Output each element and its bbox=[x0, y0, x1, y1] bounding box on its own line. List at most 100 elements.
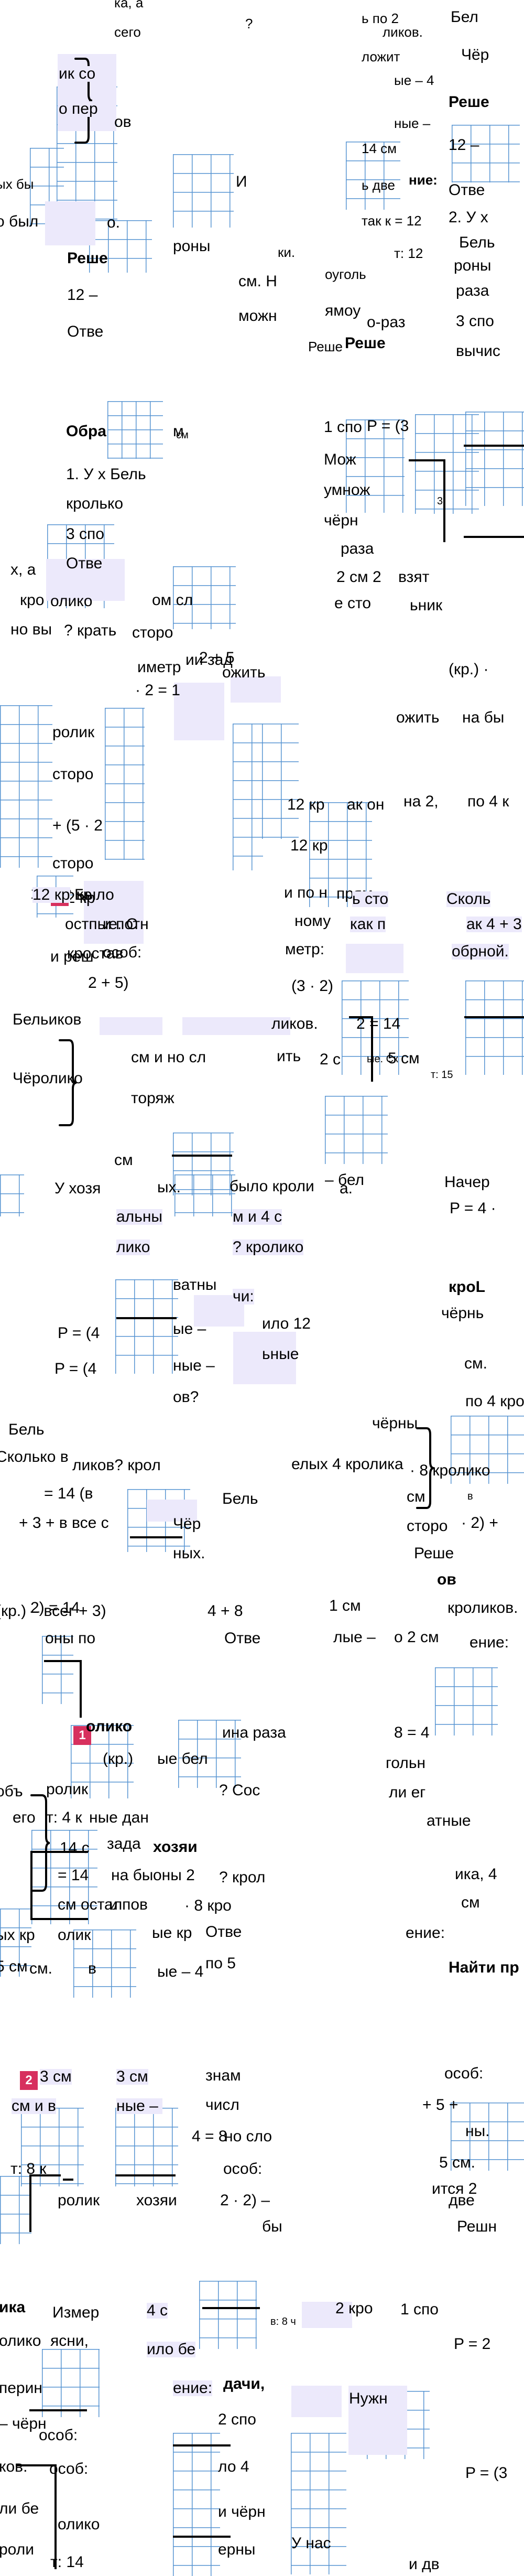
text-fragment: раза bbox=[341, 540, 374, 557]
text-fragment: ? кролико bbox=[233, 1238, 304, 1256]
text-fragment: Было bbox=[74, 886, 114, 903]
highlight-block bbox=[46, 559, 125, 601]
text-fragment: особ: bbox=[103, 944, 142, 961]
highlight-block bbox=[100, 1017, 162, 1035]
text-fragment: ии зад bbox=[185, 651, 233, 669]
text-fragment: ение: bbox=[470, 1634, 509, 1651]
text-fragment: см bbox=[461, 1894, 480, 1911]
text-fragment: олико bbox=[86, 1718, 133, 1735]
sketch-segment bbox=[30, 1851, 88, 1853]
text-fragment: олико bbox=[50, 592, 93, 610]
text-fragment: альны bbox=[116, 1208, 162, 1225]
text-fragment: ило 12 bbox=[262, 1315, 311, 1332]
text-fragment: ? Сос bbox=[219, 1782, 260, 1799]
text-fragment: ых. bbox=[157, 1179, 181, 1196]
sketch-segment bbox=[464, 445, 524, 447]
text-fragment: ные – bbox=[173, 1357, 220, 1374]
text-fragment: = 14 (в bbox=[44, 1485, 93, 1502]
graph-grid-patch bbox=[21, 2108, 84, 2186]
text-fragment: Обра bbox=[66, 423, 106, 440]
text-fragment: знам bbox=[205, 2067, 241, 2084]
sketch-segment bbox=[30, 1851, 32, 1919]
text-fragment: оны по bbox=[45, 1630, 96, 1647]
text-fragment: кроL bbox=[449, 1278, 485, 1296]
text-fragment: 1. У х Бель bbox=[66, 466, 146, 483]
graph-grid-patch bbox=[31, 1830, 97, 1924]
text-fragment: 5 см bbox=[0, 1958, 28, 1975]
text-fragment: 2 кро bbox=[335, 2300, 373, 2317]
graph-grid-patch bbox=[309, 802, 372, 907]
text-fragment: кроликов. bbox=[447, 1599, 518, 1616]
curly-brace bbox=[414, 1426, 435, 1510]
text-fragment: ло 4 bbox=[218, 2458, 249, 2475]
text-fragment: 3 см bbox=[116, 2068, 148, 2085]
text-fragment: ить bbox=[277, 1048, 301, 1065]
text-fragment: хозяи bbox=[153, 1838, 198, 1856]
text-fragment: 2 + 5) bbox=[88, 974, 129, 991]
text-fragment: ли бе bbox=[0, 2500, 39, 2517]
sketch-segment bbox=[130, 1536, 182, 1538]
graph-grid-patch bbox=[346, 419, 405, 513]
highlight-block bbox=[174, 683, 224, 740]
text-fragment: можн bbox=[238, 307, 277, 325]
text-fragment: Найти пр bbox=[449, 1959, 519, 1976]
text-fragment: 14 см bbox=[362, 141, 397, 156]
text-fragment: ролик bbox=[46, 1781, 89, 1798]
text-fragment: олик bbox=[58, 1926, 91, 1944]
graph-grid-patch bbox=[342, 980, 409, 1075]
text-fragment: 12 – bbox=[67, 286, 102, 304]
graph-grid-patch bbox=[115, 2108, 178, 2186]
text-fragment: т: 8 к bbox=[10, 2160, 47, 2178]
text-fragment: ватны bbox=[173, 1276, 217, 1294]
text-fragment: ожить bbox=[222, 664, 266, 681]
text-fragment: Начер bbox=[444, 1173, 490, 1191]
sketch-segment bbox=[464, 1016, 524, 1018]
text-fragment: ные – bbox=[394, 115, 434, 131]
text-fragment: P = 2 bbox=[454, 2335, 491, 2353]
sketch-segment bbox=[29, 2174, 61, 2176]
text-fragment: Бель bbox=[8, 1421, 45, 1438]
text-fragment: и дв bbox=[409, 2556, 440, 2573]
text-fragment: раза bbox=[456, 282, 489, 299]
text-fragment: роны bbox=[454, 257, 492, 274]
highlight-block bbox=[45, 201, 95, 245]
text-fragment: ак он bbox=[347, 796, 385, 813]
text-fragment: + (5 · 2 bbox=[52, 817, 103, 834]
text-fragment: Чёр bbox=[461, 46, 489, 63]
text-fragment: см и но сл bbox=[131, 1049, 206, 1066]
text-fragment: P = (4 bbox=[58, 1324, 100, 1342]
text-fragment: ов bbox=[437, 1571, 456, 1588]
text-fragment: Реше bbox=[414, 1545, 454, 1562]
text-fragment: ь сто bbox=[352, 890, 389, 908]
text-fragment: роли bbox=[0, 2541, 34, 2558]
graph-grid-patch bbox=[451, 1416, 524, 1484]
text-fragment: олико bbox=[58, 2516, 100, 2533]
text-fragment: 1 см bbox=[329, 1597, 361, 1614]
text-fragment: + 5 + bbox=[422, 2096, 458, 2114]
text-fragment: особ: bbox=[223, 2160, 263, 2178]
text-fragment: по 5 bbox=[205, 1955, 236, 1972]
text-fragment: Бельиков bbox=[13, 1011, 82, 1028]
text-fragment: сторо bbox=[132, 624, 173, 641]
text-fragment: объ bbox=[0, 1783, 23, 1800]
text-fragment: ных. bbox=[173, 1545, 205, 1562]
text-fragment: Измер bbox=[52, 2304, 100, 2321]
text-fragment: · 2) + bbox=[461, 1514, 498, 1532]
text-fragment: Реше bbox=[449, 93, 489, 111]
text-fragment: Нужн bbox=[349, 2390, 388, 2407]
sketch-segment bbox=[173, 2536, 231, 2538]
sketch-segment bbox=[443, 459, 445, 542]
graph-grid-patch bbox=[465, 980, 524, 1075]
text-fragment: атные bbox=[427, 1812, 471, 1829]
sketch-segment bbox=[349, 1016, 373, 1018]
text-fragment: ь по 2 bbox=[362, 10, 399, 26]
text-fragment: ков. bbox=[0, 2458, 28, 2475]
text-fragment: сторо bbox=[407, 1517, 448, 1535]
text-fragment: ясни, bbox=[50, 2332, 89, 2349]
graph-grid-patch bbox=[115, 1279, 178, 1374]
text-fragment: 2 · 2) – bbox=[220, 2192, 270, 2209]
sketch-segment bbox=[172, 1155, 232, 1157]
text-fragment: Сколь bbox=[446, 890, 491, 908]
text-fragment: P = (4 bbox=[54, 1360, 97, 1377]
text-fragment: Реше bbox=[67, 250, 108, 267]
